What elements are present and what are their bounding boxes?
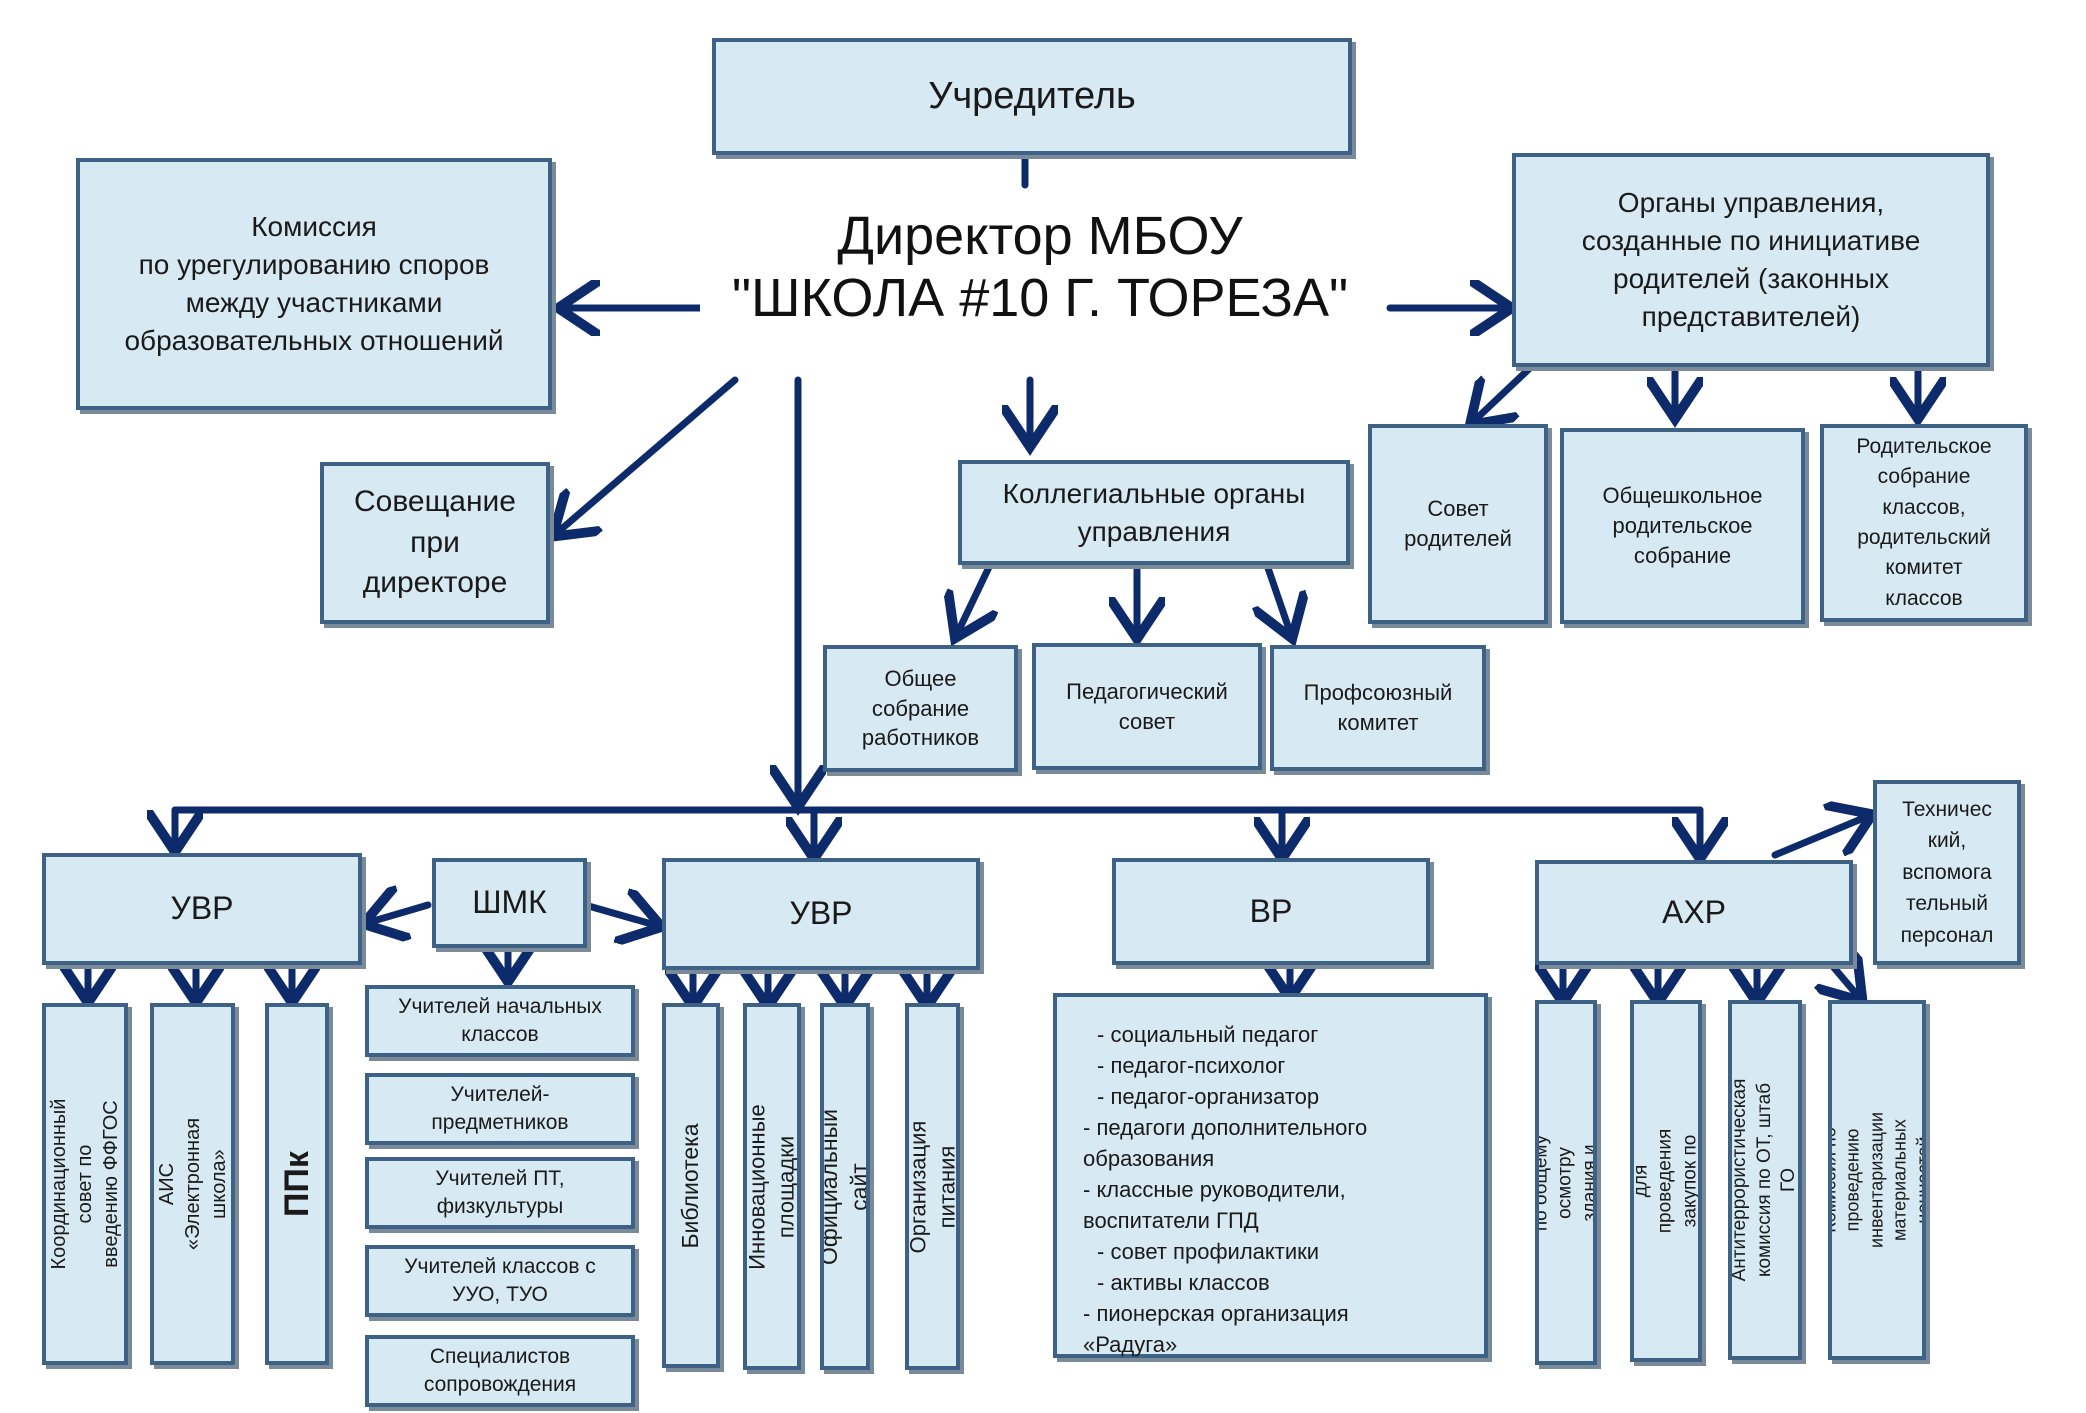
meeting-label: Совещание при директоре [353, 485, 516, 600]
procurement-commission-label: Комиссия для проведения закупок по 44-ФЗ [1630, 1128, 1701, 1234]
shmk-uuo-box: Учителей классов с УУО, ТУО [365, 1245, 635, 1317]
ais-box: АИС «Электронная школа» [150, 1003, 235, 1365]
shmk-box: ШМК [432, 858, 587, 948]
parent-council-box: Совет родителей [1368, 424, 1548, 624]
antiterror-commission-label: Антитеррористическая комиссия по ОТ, шта… [1728, 1078, 1800, 1282]
inspection-commission-label: Комиссия по общему осмотру здания и соор… [1535, 1134, 1597, 1231]
ppk-box: ППк [265, 1003, 329, 1365]
commission-label: Комиссия по урегулированию споров между … [124, 211, 504, 356]
school-parents-meeting-label: Общешкольное родительское собрание [1602, 483, 1763, 568]
uvr1-box: УВР [42, 853, 362, 965]
inventory-commission-label: Комиссия по проведению инвентаризации ма… [1828, 1111, 1926, 1249]
catering-box: Организация питания [905, 1003, 960, 1370]
vr-item-psychologist: - педагог-психолог [1097, 1053, 1286, 1078]
shmk-subject-label: Учителей- предметников [431, 1082, 569, 1134]
shmk-pt-label: Учителей ПТ, физкультуры [435, 1166, 565, 1218]
union-label: Профсоюзный комитет [1303, 680, 1453, 735]
parents-title: Органы управления, созданные по инициати… [1581, 187, 1921, 332]
ahr-title: АХР [1661, 893, 1727, 930]
collegial-box: Коллегиальные органы управления [958, 460, 1350, 565]
vr-item-social: - социальный педагог [1097, 1022, 1319, 1047]
parent-council-label: Совет родителей [1404, 496, 1512, 551]
vr-item-class-teachers: - классные руководители, воспитатели ГПД [1083, 1177, 1346, 1233]
innovation-label: Инновационные площадки [744, 1103, 798, 1270]
website-label: Официальный сайт [820, 1108, 870, 1265]
shmk-pt-box: Учителей ПТ, физкультуры [365, 1157, 635, 1229]
ppk-label: ППк [277, 1151, 316, 1217]
tech-staff-box: Техничес кий, вспомога тельный персонал [1873, 780, 2021, 965]
director-label: Директор МБОУ "ШКОЛА #10 Г. ТОРЕЗА" [700, 205, 1380, 329]
ahr-box: АХР [1535, 860, 1853, 965]
vr-item-extra-ed: - педагоги дополнительного образования [1083, 1115, 1368, 1171]
class-parents-meeting-label: Родительское собрание классов, родительс… [1856, 434, 1992, 610]
founder-label: Учредитель [928, 74, 1136, 117]
procurement-commission-box: Комиссия для проведения закупок по 44-ФЗ [1630, 1000, 1702, 1362]
commission-box: Комиссия по урегулированию споров между … [76, 158, 552, 410]
coord-council-label: Координационный совет по введению ФФГОС [48, 1098, 122, 1270]
ais-label: АИС «Электронная школа» [155, 1117, 230, 1251]
staff-meeting-box: Общее собрание работников [823, 645, 1018, 772]
ped-council-box: Педагогический совет [1032, 643, 1262, 770]
shmk-title: ШМК [472, 884, 547, 921]
meeting-box: Совещание при директоре [320, 462, 550, 624]
vr-item-prevention: - совет профилактики [1097, 1239, 1320, 1264]
vr-box: ВР [1112, 858, 1430, 965]
vr-title: ВР [1249, 892, 1293, 929]
shmk-specialists-label: Специалистов сопровождения [423, 1344, 577, 1396]
vr-item-class-actives: - активы классов [1097, 1270, 1270, 1295]
coord-council-box: Координационный совет по введению ФФГОС [42, 1003, 128, 1365]
inventory-commission-box: Комиссия по проведению инвентаризации ма… [1828, 1000, 1926, 1360]
tech-staff-label: Техничес кий, вспомога тельный персонал [1900, 797, 1994, 947]
shmk-subject-box: Учителей- предметников [365, 1073, 635, 1145]
union-box: Профсоюзный комитет [1270, 645, 1486, 771]
founder-box: Учредитель [712, 38, 1352, 155]
website-box: Официальный сайт [820, 1003, 870, 1370]
vr-item-organizer: - педагог-организатор [1097, 1084, 1320, 1109]
collegial-title: Коллегиальные органы управления [1002, 477, 1306, 547]
antiterror-commission-box: Антитеррористическая комиссия по ОТ, шта… [1728, 1000, 1802, 1360]
shmk-uuo-label: Учителей классов с УУО, ТУО [404, 1254, 596, 1306]
inspection-commission-box: Комиссия по общему осмотру здания и соор… [1535, 1000, 1597, 1365]
shmk-primary-box: Учителей начальных классов [365, 985, 635, 1057]
vr-item-pioneer: - пионерская организация «Радуга» [1083, 1301, 1349, 1357]
staff-meeting-label: Общее собрание работников [861, 665, 980, 751]
library-box: Библиотека [662, 1003, 720, 1368]
ped-council-label: Педагогический совет [1066, 678, 1228, 734]
school-parents-meeting-box: Общешкольное родительское собрание [1560, 428, 1805, 624]
shmk-specialists-box: Специалистов сопровождения [365, 1335, 635, 1407]
innovation-box: Инновационные площадки [743, 1003, 801, 1370]
catering-label: Организация питания [905, 1120, 959, 1253]
class-parents-meeting-box: Родительское собрание классов, родительс… [1820, 424, 2028, 622]
vr-list-box: - социальный педагог - педагог-психолог … [1053, 993, 1488, 1358]
uvr2-box: УВР [662, 858, 980, 970]
parents-box: Органы управления, созданные по инициати… [1512, 153, 1990, 367]
uvr2-title: УВР [789, 895, 853, 932]
library-label: Библиотека [677, 1122, 704, 1249]
shmk-primary-label: Учителей начальных классов [398, 994, 602, 1046]
uvr1-title: УВР [170, 890, 234, 927]
